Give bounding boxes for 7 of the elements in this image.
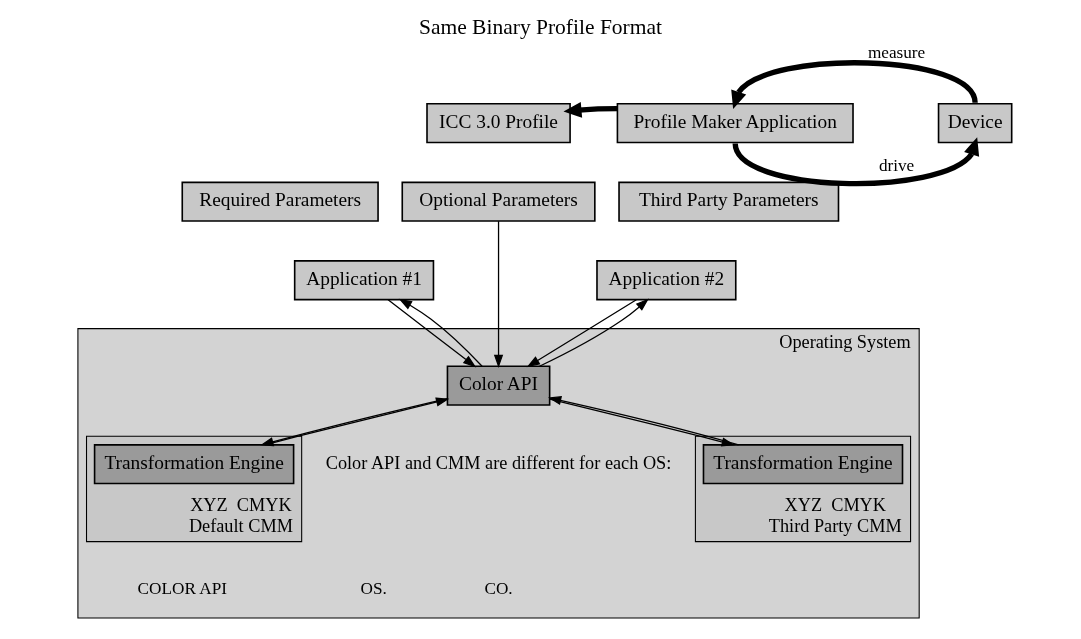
edge-label: drive [878, 156, 915, 176]
label: OS. [360, 579, 387, 599]
edge-label: measure [867, 43, 926, 63]
label: COLOR API [137, 579, 227, 599]
diagram-title: Same Binary Profile Format [418, 14, 663, 39]
label: CO. [484, 579, 513, 599]
label: Color API and CMM are different for each OS: [325, 452, 672, 473]
